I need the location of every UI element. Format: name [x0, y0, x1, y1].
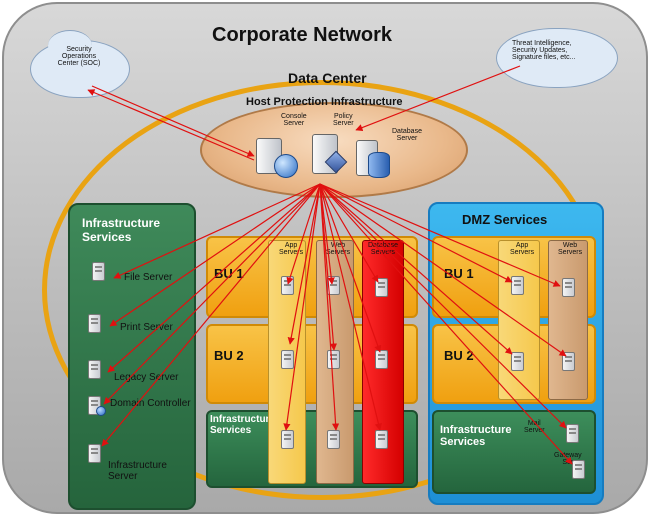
core-bu1-label: BU 1 [214, 266, 244, 281]
dmz-app-server-icon [511, 276, 524, 295]
file-server-icon [92, 262, 105, 281]
domain-controller-label: Domain Controller [110, 398, 191, 409]
core-bu2-label: BU 2 [214, 348, 244, 363]
dmz-app-servers-column [498, 240, 540, 400]
web-server-icon [327, 276, 340, 295]
mail-server-icon [566, 424, 579, 443]
web-server-icon [327, 350, 340, 369]
print-server-icon [88, 314, 101, 333]
dmz-services-title: DMZ Services [462, 212, 548, 227]
soc-cloud-puff [48, 30, 92, 61]
infrastructure-server-icon [88, 444, 101, 463]
dmz-web-server-icon [562, 278, 575, 297]
dmz-bu1-label: BU 1 [444, 266, 474, 281]
data-center-title: Data Center [288, 70, 367, 86]
dmz-app-server-icon [511, 352, 524, 371]
app-server-icon [281, 276, 294, 295]
dmz-web-servers-column [548, 240, 588, 400]
globe-icon [274, 154, 298, 178]
database-server-icon [375, 430, 388, 449]
dmz-bu2-label: BU 2 [444, 348, 474, 363]
dmz-web-server-icon [562, 352, 575, 371]
print-server-label: Print Server [120, 322, 173, 333]
app-server-icon [281, 430, 294, 449]
legacy-server-icon [88, 360, 101, 379]
threat-intel-label: Threat Intelligence,Security Updates,Sig… [512, 40, 576, 61]
database-server-icon [375, 350, 388, 369]
web-server-icon [327, 430, 340, 449]
database-cylinder-icon [368, 152, 390, 178]
host-protection-title: Host Protection Infrastructure [246, 96, 403, 108]
corporate-network-title: Corporate Network [212, 24, 393, 46]
gateway-server-icon [572, 460, 585, 479]
app-server-icon [281, 350, 294, 369]
database-server-icon [375, 278, 388, 297]
file-server-label: File Server [124, 272, 173, 283]
domain-controller-globe-icon [96, 406, 106, 416]
legacy-server-label: Legacy Server [114, 372, 179, 383]
